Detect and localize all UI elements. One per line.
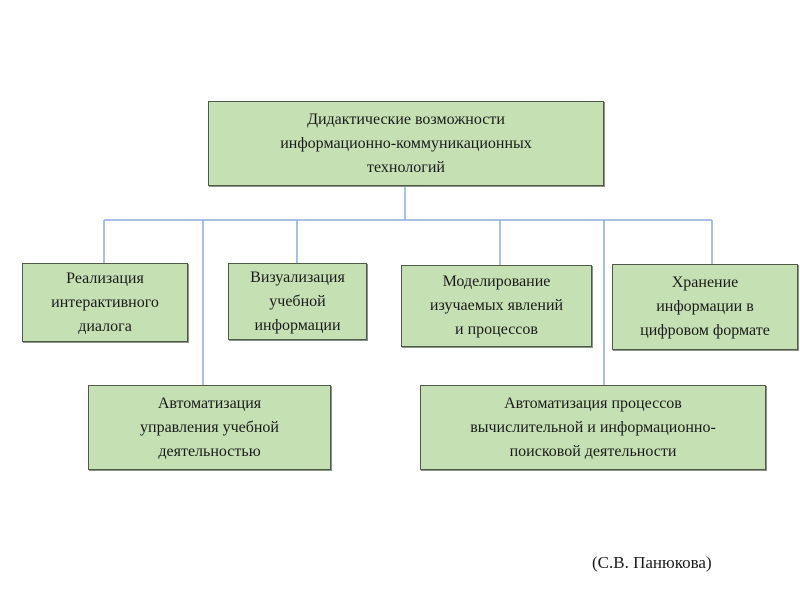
node-text: Реализация интерактивного диалога <box>51 269 159 335</box>
node-text: Автоматизация процессов вычислительной и… <box>470 394 716 460</box>
node-automation-management: Автоматизация управления учебной деятель… <box>88 385 331 470</box>
node-automation-processes: Автоматизация процессов вычислительной и… <box>420 385 766 470</box>
node-text: Моделирование изучаемых явлений и процес… <box>429 273 564 338</box>
node-storage: Хранение информации в цифровом формате <box>612 264 798 350</box>
node-text: Хранение информации в цифровом формате <box>640 274 770 339</box>
root-node: Дидактические возможности информационно-… <box>208 101 604 186</box>
node-interactive-dialog: Реализация интерактивного диалога <box>22 263 188 342</box>
root-node-text: Дидактические возможности информационно-… <box>280 110 532 176</box>
node-modeling: Моделирование изучаемых явлений и процес… <box>401 265 592 347</box>
author-caption: (С.В. Панюкова) <box>592 553 712 572</box>
node-text: Визуализация учебной информации <box>250 268 345 334</box>
node-text: Автоматизация управления учебной деятель… <box>140 394 279 460</box>
node-visualization: Визуализация учебной информации <box>228 263 367 340</box>
